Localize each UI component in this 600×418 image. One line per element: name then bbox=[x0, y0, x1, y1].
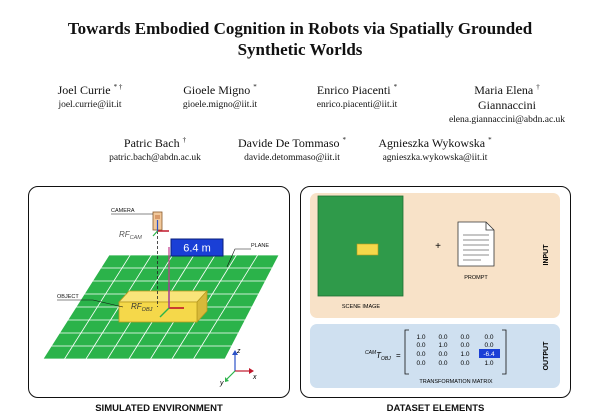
object-leader-line bbox=[57, 299, 124, 308]
matrix-cell: 1.0 bbox=[438, 342, 447, 349]
matrix-cell: 0.0 bbox=[416, 342, 425, 349]
axis-x-label: x bbox=[252, 374, 257, 381]
matrix-cell: 0.0 bbox=[460, 334, 469, 341]
output-region bbox=[310, 324, 560, 388]
author-affiliation: † bbox=[182, 136, 187, 144]
author-affiliation: * bbox=[488, 136, 492, 144]
matrix-highlight-cell bbox=[479, 349, 500, 358]
author-block: Enrico Piacenti * enrico.piacenti@iit.it bbox=[292, 80, 422, 113]
matrix-cell: 0.0 bbox=[416, 351, 425, 358]
plus-sign: + bbox=[435, 241, 441, 252]
author-email: elena.giannaccini@abdn.ac.uk bbox=[448, 115, 566, 125]
author-block: Patric Bach † patric.bach@abdn.ac.uk bbox=[95, 133, 215, 166]
author-name: Davide De Tommaso bbox=[237, 136, 340, 150]
axis-z-label: z bbox=[236, 348, 241, 355]
matrix-cell: 0.0 bbox=[438, 360, 447, 367]
camera-label: CAMERA bbox=[111, 208, 135, 214]
matrix-cell: 0.0 bbox=[484, 334, 493, 341]
plane-leader-line bbox=[226, 248, 251, 268]
matrix-label: TRANSFORMATION MATRIX bbox=[419, 379, 492, 385]
matrix-cell: 1.0 bbox=[460, 351, 469, 358]
matrix-cell: 0.0 bbox=[460, 360, 469, 367]
scene-image-label: SCENE IMAGE bbox=[342, 304, 381, 310]
author-name: Maria Elena bbox=[474, 83, 534, 97]
distance-value: 6.4 m bbox=[183, 243, 211, 255]
title-line-1: Towards Embodied Cognition in Robots via… bbox=[67, 19, 533, 38]
author-name-line-2: Giannaccini bbox=[478, 98, 536, 112]
matrix-left-bracket bbox=[404, 329, 409, 375]
matrix-cell: 0.0 bbox=[438, 351, 447, 358]
input-label: INPUT bbox=[543, 244, 550, 266]
dataset-elements-illustration: SCENE IMAGE + PROMPT INPUT CAMTOBJ = bbox=[310, 193, 560, 388]
plane-label: PLANE bbox=[251, 243, 269, 249]
dataset-elements-panel: SCENE IMAGE + PROMPT INPUT CAMTOBJ = bbox=[300, 186, 571, 398]
matrix-symbol: CAMTOBJ bbox=[365, 350, 391, 362]
author-affiliation: * bbox=[393, 83, 398, 91]
matrix-cell: 0.0 bbox=[438, 334, 447, 341]
object-label: OBJECT bbox=[57, 294, 79, 300]
scene-object bbox=[356, 243, 379, 256]
matrix-cell: 0.0 bbox=[416, 360, 425, 367]
author-block: Davide De Tommaso * davide.detommaso@iit… bbox=[222, 133, 362, 166]
distance-badge: 6.4 m bbox=[170, 238, 224, 257]
rf-cam-label: RFCAM bbox=[119, 230, 142, 241]
simulated-environment-panel: RFCAM CAMERA 6.4 m PLANE OBJECT RFOBJ z … bbox=[28, 186, 290, 398]
matrix-cell: 0.0 bbox=[460, 342, 469, 349]
author-name: Gioele Migno bbox=[183, 83, 251, 97]
output-label: OUTPUT bbox=[543, 341, 550, 371]
axis-y-label: y bbox=[219, 380, 224, 387]
author-affiliation: † bbox=[536, 83, 540, 91]
matrix-cell: 1.0 bbox=[416, 334, 425, 341]
world-axes: z x y bbox=[219, 348, 257, 387]
author-name: Patric Bach bbox=[123, 136, 180, 150]
author-email: agnieszka.wykowska@iit.it bbox=[382, 153, 488, 163]
paper-title: Towards Embodied Cognition in Robots via… bbox=[0, 18, 600, 60]
rf-obj-label: RFOBJ bbox=[131, 302, 153, 313]
author-affiliation: * bbox=[342, 136, 347, 144]
object-frame-axes bbox=[159, 247, 184, 318]
prompt-document-icon bbox=[457, 221, 495, 267]
author-block: Agnieszka Wykowska * agnieszka.wykowska@… bbox=[365, 133, 505, 166]
matrix-cell: -6.4 bbox=[483, 351, 495, 358]
matrix-right-bracket bbox=[502, 329, 507, 375]
matrix-equals: = bbox=[396, 351, 401, 360]
author-block: Joel Currie * † joel.currie@iit.it bbox=[30, 80, 150, 113]
author-affiliation: * bbox=[253, 83, 257, 91]
author-name: Joel Currie bbox=[57, 83, 111, 97]
object-box bbox=[118, 289, 208, 324]
author-email: joel.currie@iit.it bbox=[58, 100, 122, 110]
author-email: davide.detommaso@iit.it bbox=[244, 153, 340, 163]
matrix-cell: 1.0 bbox=[484, 360, 493, 367]
author-email: gioele.migno@iit.it bbox=[182, 100, 258, 110]
simulated-environment-caption: SIMULATED ENVIRONMENT bbox=[95, 403, 223, 414]
title-line-2: Synthetic Worlds bbox=[237, 40, 363, 59]
author-affiliation: * † bbox=[113, 83, 123, 91]
author-email: patric.bach@abdn.ac.uk bbox=[109, 153, 201, 163]
matrix-cell: 0.0 bbox=[484, 342, 493, 349]
simulated-environment-illustration: RFCAM CAMERA 6.4 m PLANE OBJECT RFOBJ z … bbox=[42, 208, 280, 387]
author-block: Gioele Migno * gioele.migno@iit.it bbox=[160, 80, 280, 113]
dataset-elements-caption: DATASET ELEMENTS bbox=[386, 403, 485, 414]
author-name: Agnieszka Wykowska bbox=[378, 136, 486, 150]
prompt-label: PROMPT bbox=[464, 275, 488, 281]
author-email: enrico.piacenti@iit.it bbox=[316, 100, 398, 110]
author-block: Maria Elena † Giannaccini elena.giannacc… bbox=[432, 80, 582, 128]
author-name: Enrico Piacenti bbox=[316, 83, 391, 97]
camera-frame-axes bbox=[152, 220, 169, 307]
